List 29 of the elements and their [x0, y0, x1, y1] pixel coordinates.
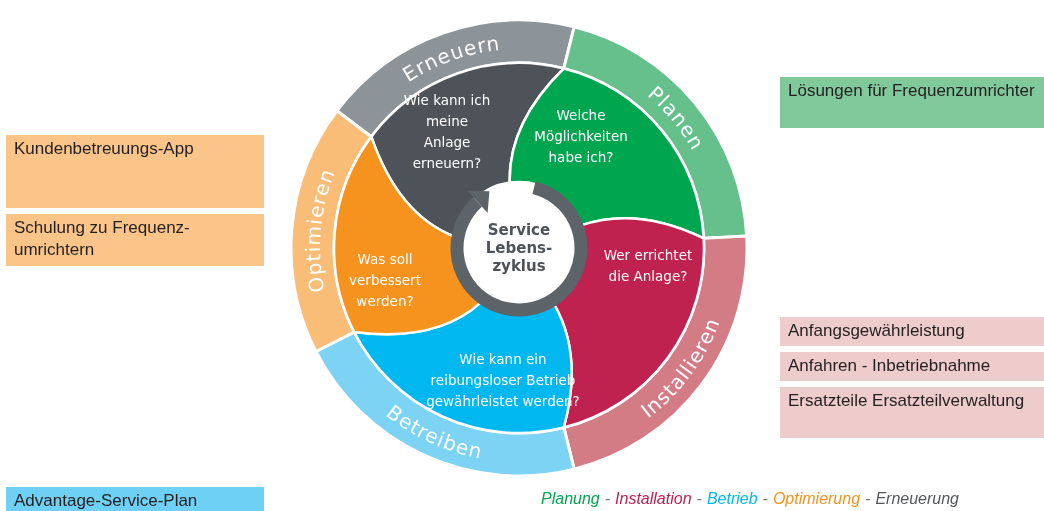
question-text: Was soll verbessert werden?	[348, 249, 422, 311]
question-text: Welche Möglichkeiten habe ich?	[533, 105, 629, 167]
service-text: Lösungen für Frequenzumrichter	[788, 80, 1035, 102]
service-box	[6, 135, 264, 208]
phase-word: Optimierung	[772, 490, 861, 508]
service-text: Anfangsgewährleistung	[788, 320, 965, 342]
service-box	[780, 77, 1044, 128]
phase-word: -	[696, 490, 702, 508]
service-box	[6, 214, 264, 266]
service-text: Ersatzteile Ersatzteilverwaltung	[788, 390, 1025, 412]
question-text: Wer errichtet die Anlage?	[602, 246, 694, 286]
service-text: Kundenbetreuungs-App	[14, 138, 194, 160]
phase-word: Betrieb	[706, 490, 758, 508]
phase-word: Installation	[615, 490, 692, 508]
service-text: Schulung zu Frequenz- umrichtern	[14, 217, 191, 261]
question-segment	[332, 135, 483, 336]
service-text: Advantage-Service-Plan	[14, 490, 198, 511]
phase-word: -	[865, 490, 871, 508]
phase-word: Planung	[541, 490, 600, 508]
service-box	[6, 487, 264, 511]
phase-word: Erneuerung	[875, 490, 959, 508]
service-box	[780, 317, 1044, 346]
service-box	[780, 352, 1044, 381]
phase-word: -	[762, 490, 768, 508]
service-text: Anfahren - Inbetriebnahme	[788, 355, 991, 377]
hub-drawing	[450, 181, 588, 317]
hub-title: Service Lebens- zyklus	[484, 220, 554, 277]
service-box	[780, 387, 1044, 438]
phase-word: -	[604, 490, 611, 508]
